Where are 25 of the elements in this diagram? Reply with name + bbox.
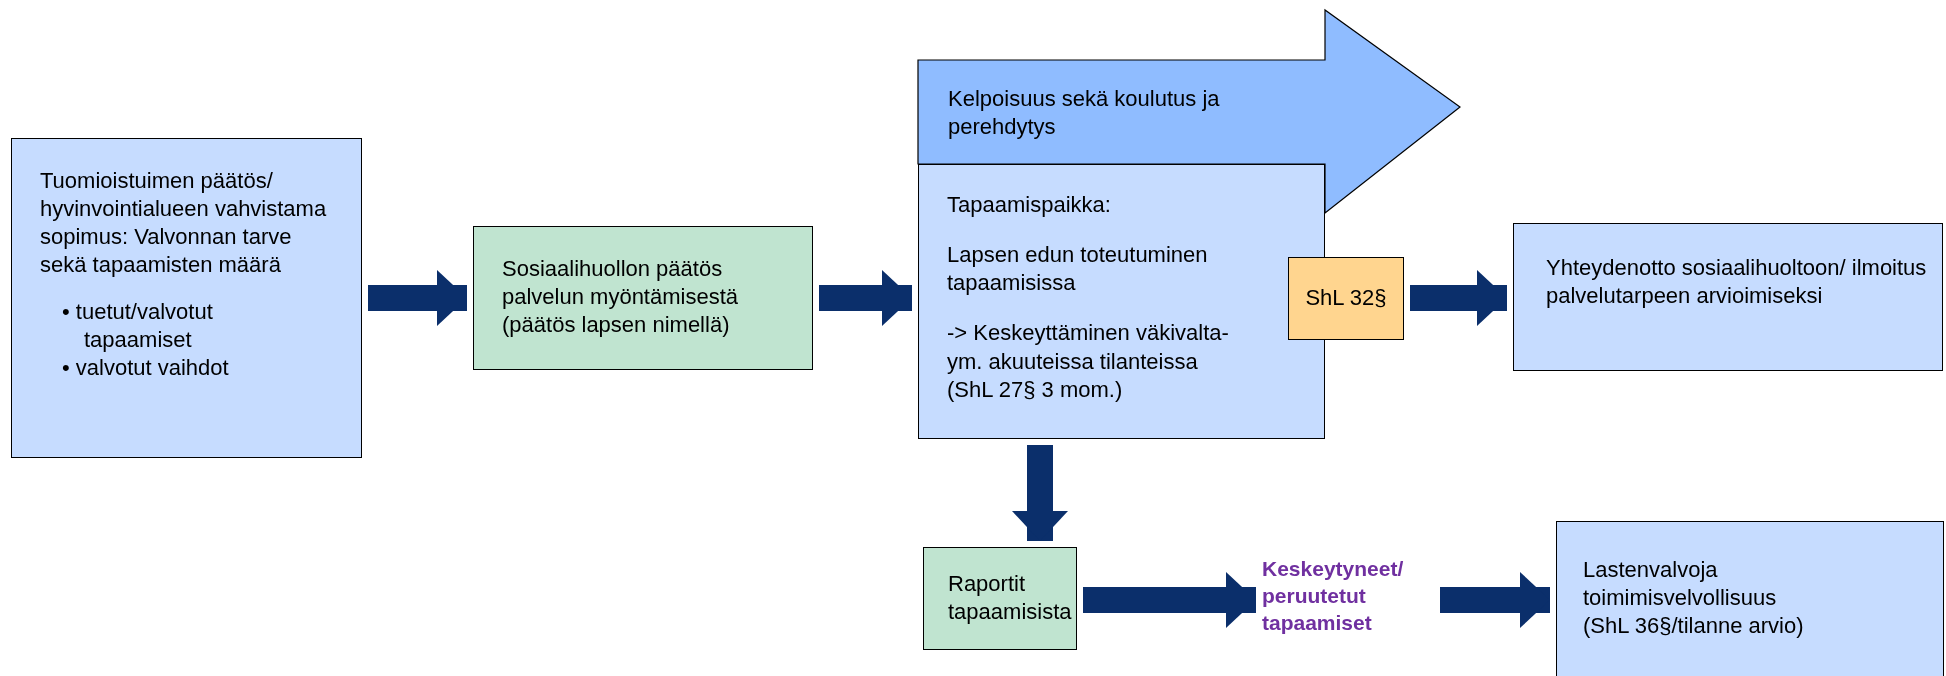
arrow — [1440, 572, 1550, 628]
process-box — [1513, 223, 1943, 371]
reference-text: ShL 32§ — [1305, 284, 1387, 313]
process-box — [1556, 521, 1944, 676]
arrow — [819, 270, 912, 326]
box-text: Lastenvalvoja toimimisvelvollisuus (ShL 36§/tilanne arvio) — [1583, 556, 1805, 641]
process-box — [923, 547, 1077, 650]
arrow — [1012, 445, 1068, 541]
arrow — [368, 270, 467, 326]
box-text: Tapaamispaikka: — [947, 191, 1112, 219]
bullet-item: • valvotut vaihdot — [62, 353, 230, 382]
bullet-item: • tuetut/valvotut tapaamiset — [62, 297, 214, 354]
status-text: Keskeytyneet/ peruutetut tapaamiset — [1262, 556, 1405, 636]
box-text: Yhteydenotto sosiaalihuoltoon/ ilmoitus palvelutarpeen arvioimiseksi — [1546, 254, 1928, 311]
law-reference — [1288, 257, 1404, 340]
box-text: Lapsen edun toteutuminen tapaamisissa — [947, 241, 1209, 298]
process-box — [473, 226, 813, 370]
arrow — [1083, 572, 1256, 628]
box-text: Sosiaalihuollon päätös palvelun myöntämisestä (päätös lapsen nimellä) — [502, 255, 739, 340]
box-text: Raportit tapaamisista — [948, 570, 1070, 627]
arrow — [1410, 270, 1507, 326]
box-text: Tuomioistuimen päätös/ hyvinvointialueen vahvistama sopimus: Valvonnan tarve sekä tapaamisten määrä — [40, 167, 328, 280]
arrow-label: Kelpoisuus sekä koulutus ja perehdytys — [948, 85, 1221, 142]
box-text: -> Keskeyttäminen väkivalta- ym. akuuteissa tilanteissa (ShL 27§ 3 mom.) — [947, 319, 1230, 404]
decision-box — [11, 138, 362, 458]
